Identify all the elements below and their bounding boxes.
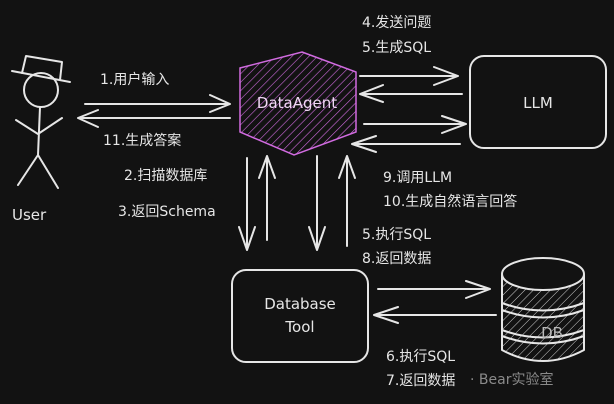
label-user-input: 1.用户输入 [100, 71, 169, 88]
label-answer: 11.生成答案 [103, 132, 181, 149]
label-return-data-db: 7.返回数据 [386, 373, 455, 389]
db-node[interactable]: DB [501, 257, 585, 362]
label-send-question: 4.发送问题 [362, 15, 431, 31]
arrow-llm-to-agent-1 [359, 84, 463, 103]
label-gen-sql: 5.生成SQL [362, 40, 431, 56]
arrow-agent-to-user [77, 109, 231, 128]
database-tool-label-1: Database [264, 295, 336, 313]
arrow-db-to-tool [373, 306, 497, 324]
data-agent-label: DataAgent [257, 94, 337, 112]
label-exec-sql-db: 6.执行SQL [386, 349, 455, 365]
llm-node[interactable]: LLM [469, 55, 607, 149]
label-return-data-tool: 8.返回数据 [362, 251, 431, 267]
db-label: DB [541, 324, 563, 342]
arrow-agent-to-llm-1 [359, 66, 459, 86]
watermark: · Bear实验室 [470, 371, 553, 388]
arrow-user-to-agent [84, 94, 231, 113]
arrow-tool-to-agent-1 [258, 155, 276, 241]
arrow-llm-to-agent-2 [351, 135, 461, 153]
data-agent-node[interactable]: DataAgent [239, 51, 357, 156]
label-exec-sql-tool: 5.执行SQL [362, 227, 431, 243]
llm-label: LLM [523, 94, 553, 112]
arrow-tool-to-agent-2 [338, 155, 356, 247]
label-scan-db: 2.扫描数据库 [124, 168, 207, 184]
user-icon [11, 55, 71, 189]
user-label: User [12, 206, 47, 224]
database-tool-node[interactable]: Database Tool [231, 269, 369, 363]
arrow-agent-to-tool-1 [238, 157, 256, 251]
label-gen-nl: 10.生成自然语言回答 [383, 193, 517, 210]
arrow-tool-to-db [377, 280, 491, 299]
arrow-agent-to-llm-2 [363, 115, 467, 134]
label-call-llm: 9.调用LLM [383, 170, 452, 186]
database-tool-label-2: Tool [284, 318, 314, 336]
label-return-schema: 3.返回Schema [118, 204, 216, 220]
arrow-agent-to-tool-2 [308, 155, 326, 251]
